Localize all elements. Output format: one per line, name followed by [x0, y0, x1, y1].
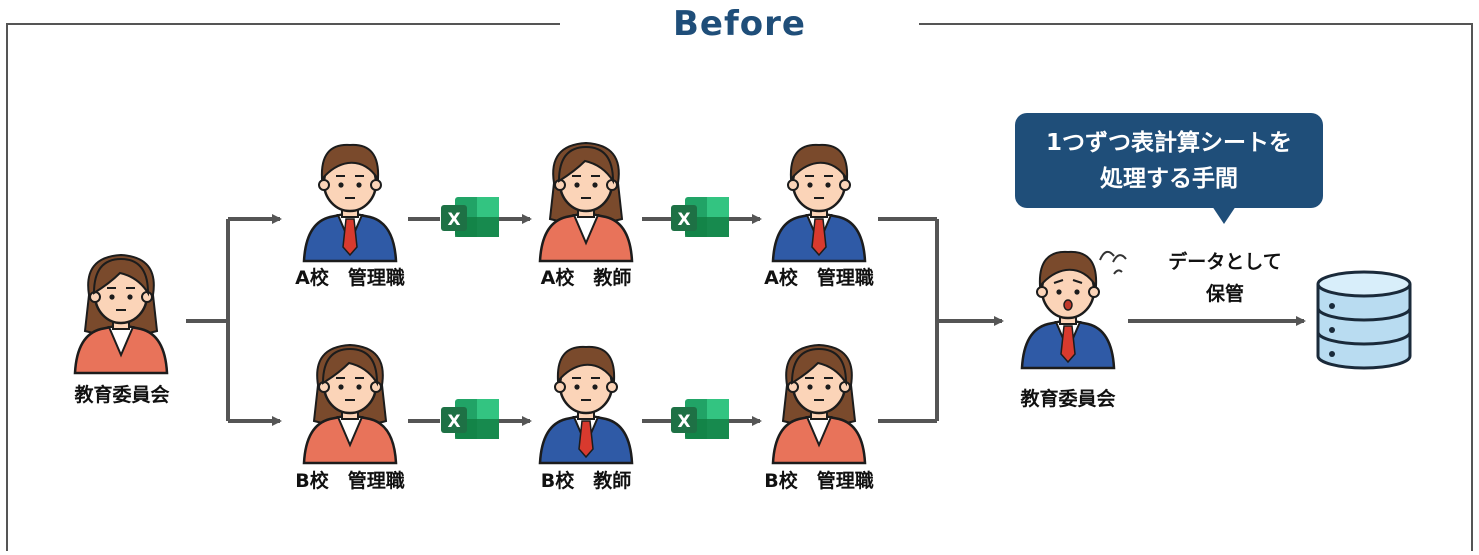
person-a-teacher [538, 141, 634, 263]
person-a-admin-1 [302, 143, 398, 263]
svg-text:X: X [677, 412, 690, 432]
person-b-teacher [538, 345, 634, 465]
svg-text:X: X [677, 210, 690, 230]
store-note: データとして 保管 [1150, 246, 1300, 310]
excel-icon: X [671, 399, 729, 439]
connectors [186, 214, 1306, 426]
svg-text:X: X [447, 412, 460, 432]
person-b-admin-2 [771, 343, 867, 465]
store-note-line-2: 保管 [1205, 283, 1244, 305]
person-a-admin-2 [771, 143, 867, 263]
excel-icon: X [671, 197, 729, 237]
diagram-title: Before [560, 0, 919, 50]
speech-bubble: 1つずつ表計算シートを 処理する手間 [1015, 113, 1323, 208]
person-board-left [73, 253, 169, 375]
bubble-line-2: 処理する手間 [1100, 166, 1238, 192]
excel-icons: X X X X [441, 197, 729, 439]
label-board-left: 教育委員会 [74, 384, 170, 406]
person-b-admin-1 [302, 343, 398, 465]
sweat-mark-icon [1099, 250, 1127, 275]
label-b-admin-2: B校 管理職 [764, 470, 874, 492]
label-board-right: 教育委員会 [1020, 388, 1116, 410]
store-note-line-1: データとして [1168, 251, 1282, 273]
bubble-line-1: 1つずつ表計算シートを [1045, 130, 1292, 156]
svg-text:X: X [447, 210, 460, 230]
label-b-teacher: B校 教師 [540, 470, 632, 492]
speech-bubble-tail [1212, 206, 1236, 224]
label-b-admin-1: B校 管理職 [295, 470, 405, 492]
label-a-admin-2: A校 管理職 [764, 267, 874, 289]
excel-icon: X [441, 197, 499, 237]
people-layer [73, 141, 1116, 465]
excel-icon: X [441, 399, 499, 439]
label-a-admin-1: A校 管理職 [295, 267, 405, 289]
person-board-right [1020, 250, 1116, 370]
database-icon [1316, 270, 1412, 370]
label-a-teacher: A校 教師 [540, 267, 632, 289]
